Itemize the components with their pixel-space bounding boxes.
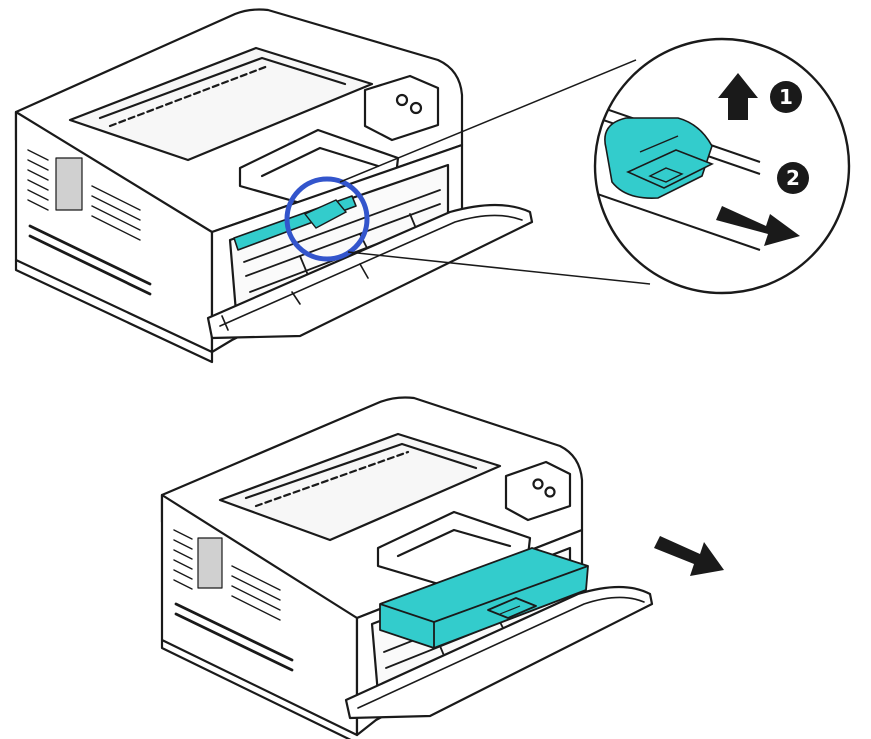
printer-bottom-button-icon xyxy=(532,478,544,490)
callout-ring xyxy=(284,176,370,262)
arrow-down-right-icon xyxy=(716,206,800,246)
step-1-badge: 1 xyxy=(770,81,802,113)
printer-bottom-button-icon xyxy=(544,486,556,498)
arrow-pull-out-icon xyxy=(654,536,724,576)
drum-cartridge xyxy=(379,547,589,649)
drum-cartridge-body xyxy=(379,547,589,649)
printer-top-control-panel xyxy=(363,74,440,142)
printer-top-button-icon xyxy=(395,93,409,107)
step-2-badge: 2 xyxy=(777,162,809,194)
printer-bottom-output-slot xyxy=(218,432,502,542)
step-2-number: 2 xyxy=(786,166,800,190)
printer-top-button-icon xyxy=(409,101,423,115)
printer-bottom-vent xyxy=(173,529,294,672)
lever-highlight xyxy=(303,199,348,229)
printer-bottom-control-panel xyxy=(504,460,572,522)
printer-top-front-door xyxy=(206,203,534,340)
callout-lines xyxy=(339,59,651,285)
arrow-up-icon xyxy=(718,73,758,120)
drum-cartridge-handle xyxy=(487,597,537,619)
printer-top-output-slot xyxy=(68,46,374,162)
step-1-number: 1 xyxy=(779,85,793,109)
printer-top xyxy=(14,8,534,364)
printer-bottom-front-door xyxy=(344,585,654,720)
zoom-callout: 1 2 xyxy=(593,37,851,295)
printer-top-vent xyxy=(27,149,152,296)
